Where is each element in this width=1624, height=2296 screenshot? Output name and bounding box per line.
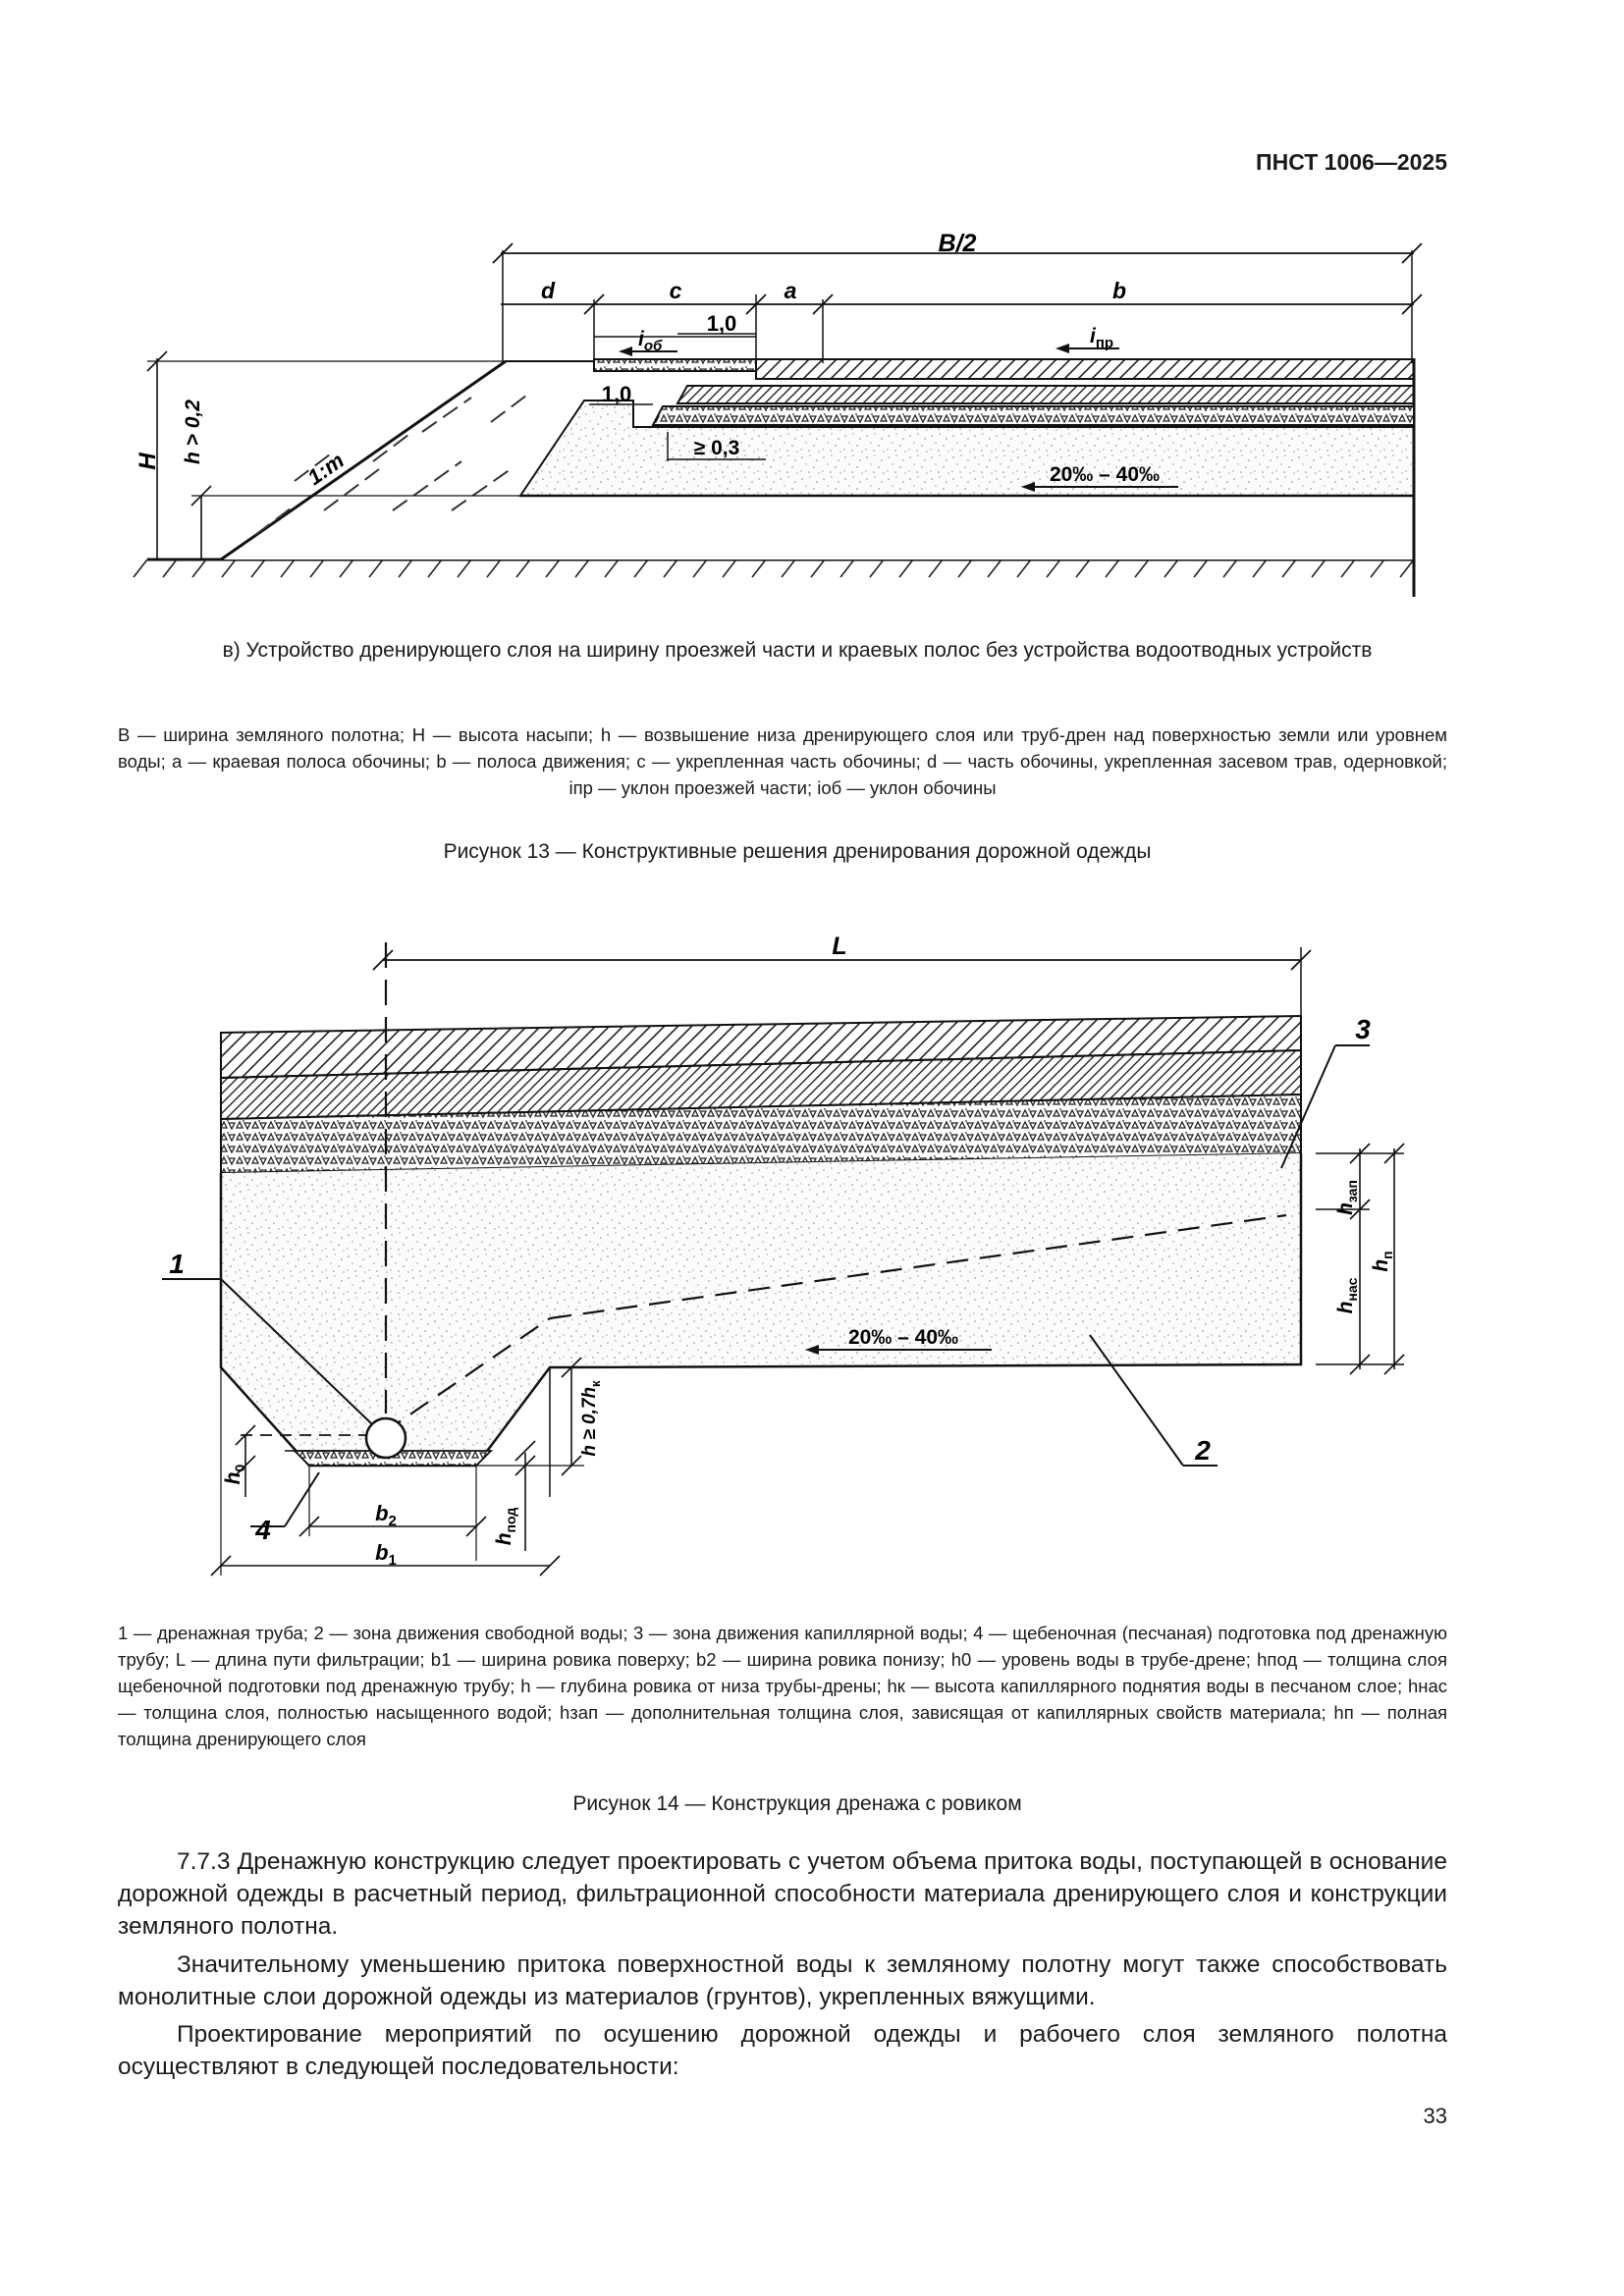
label-h0: h0 bbox=[222, 1464, 247, 1484]
drain-pipe bbox=[364, 1416, 407, 1460]
figure-14-legend: 1 — дренажная труба; 2 — зона движения с… bbox=[118, 1623, 1447, 1749]
page-number: 33 bbox=[1423, 2104, 1447, 2128]
label-b2: B/2 bbox=[939, 230, 977, 257]
figure-13-caption: Рисунок 13 — Конструктивные решения дрен… bbox=[443, 840, 1152, 863]
shoulder-layer bbox=[593, 358, 757, 372]
label-h-zap: hзап bbox=[1334, 1180, 1360, 1215]
leader-3 bbox=[1280, 1044, 1336, 1169]
leader-1 bbox=[220, 1278, 372, 1424]
saturation-line bbox=[549, 1213, 1287, 1320]
document-id: ПНСТ 1006—2025 bbox=[1256, 149, 1447, 175]
paragraph-7-7-3: 7.7.3 Дренажную конструкцию следует прое… bbox=[118, 1848, 1447, 1940]
label-b2: b2 bbox=[375, 1501, 397, 1529]
label-L: L bbox=[832, 933, 846, 960]
label-H: H bbox=[135, 453, 161, 470]
label-i-pr: iпр bbox=[1090, 325, 1113, 351]
gravel-base bbox=[651, 405, 1415, 426]
label-c: c bbox=[670, 278, 682, 303]
label-b: b bbox=[1112, 278, 1126, 303]
label-b1: b1 bbox=[375, 1540, 397, 1569]
figure-13-subcaption: в) Устройство дренирующего слоя на ширин… bbox=[222, 639, 1373, 662]
label-h-pod: hпод bbox=[493, 1508, 518, 1546]
embankment-slope bbox=[220, 359, 507, 561]
figure-13-drawing: B/2 d c a b 1,0 1,0 iоб iпр ≥ 0,3 20‰ – … bbox=[133, 230, 1423, 597]
label-width-2: 1,0 bbox=[602, 382, 632, 406]
label-a: a bbox=[785, 278, 797, 303]
pavement-second-layer bbox=[676, 385, 1415, 404]
figure-13-legend: B — ширина земляного полотна; H — высота… bbox=[118, 724, 1447, 798]
label-width-1: 1,0 bbox=[707, 311, 737, 336]
label-h-02: h > 0,2 bbox=[182, 400, 204, 464]
label-num-1: 1 bbox=[169, 1249, 185, 1279]
leader-2 bbox=[1089, 1334, 1184, 1467]
label-h-k: h ≥ 0,7hк bbox=[579, 1380, 603, 1457]
label-d: d bbox=[541, 278, 556, 303]
figure-14-caption: Рисунок 14 — Конструкция дренажа с ровик… bbox=[572, 1792, 1022, 1815]
label-h-nas: hнас bbox=[1334, 1277, 1360, 1313]
paragraph-3: Проектирование мероприятий по осушению д… bbox=[118, 2021, 1447, 2080]
label-num-3: 3 bbox=[1355, 1014, 1371, 1044]
sand-zone bbox=[221, 1153, 1301, 1466]
label-num-2: 2 bbox=[1194, 1435, 1211, 1466]
label-num-4: 4 bbox=[254, 1515, 271, 1545]
slope-texture bbox=[254, 392, 531, 536]
figure-14-drawing: L 1 3 2 4 20‰ – 40‰ hзап hнас hп h ≥ 0,7… bbox=[162, 933, 1405, 1576]
pavement-top-layer bbox=[755, 358, 1415, 380]
paragraph-2: Значительному уменьшению притока поверхн… bbox=[118, 1951, 1447, 2010]
label-gradient-14: 20‰ – 40‰ bbox=[848, 1326, 958, 1349]
ground-hatching bbox=[133, 559, 1415, 578]
leader-4 bbox=[284, 1471, 320, 1527]
label-ge-03: ≥ 0,3 bbox=[694, 437, 740, 459]
label-gradient-13: 20‰ – 40‰ bbox=[1050, 463, 1160, 486]
label-i-ob: iоб bbox=[638, 328, 663, 354]
label-h-p: hп bbox=[1370, 1251, 1395, 1271]
